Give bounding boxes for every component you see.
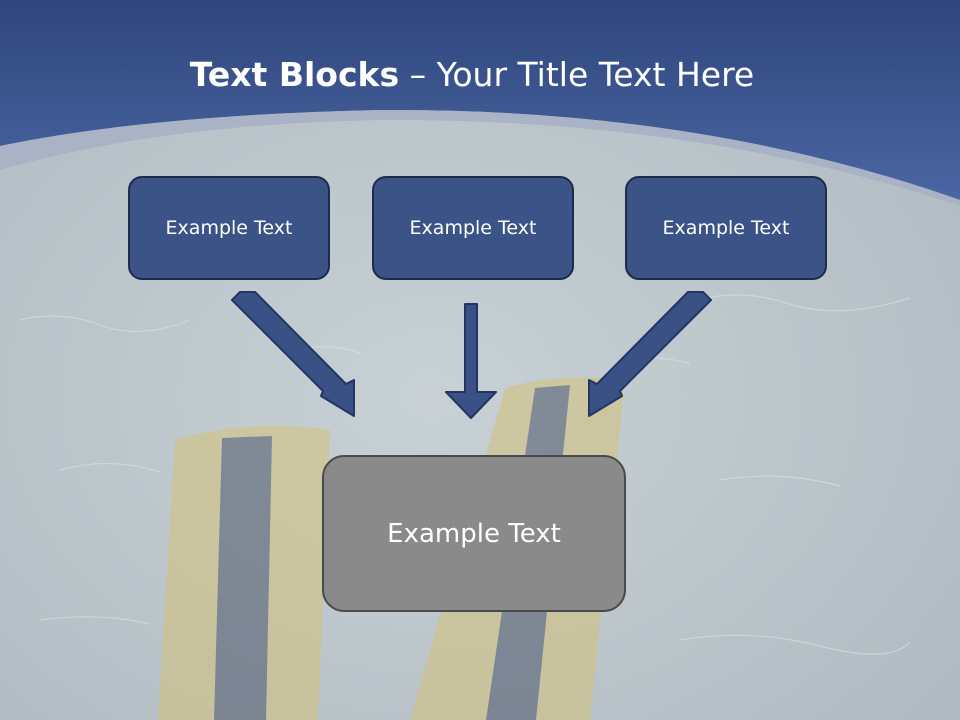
header-band xyxy=(0,0,960,200)
text-block-1-label: Example Text xyxy=(165,217,293,239)
text-block-3[interactable]: Example Text xyxy=(625,176,827,280)
slide-title: Text Blocks – Your Title Text Here xyxy=(0,52,944,98)
slide-title-bold: Text Blocks xyxy=(189,55,400,94)
text-block-2[interactable]: Example Text xyxy=(372,176,574,280)
left-fin-strap xyxy=(214,436,272,720)
slide-title-rest: – Your Title Text Here xyxy=(399,55,755,94)
text-block-3-label: Example Text xyxy=(662,217,790,239)
result-block-label: Example Text xyxy=(387,518,561,549)
text-block-1[interactable]: Example Text xyxy=(128,176,330,280)
result-block[interactable]: Example Text xyxy=(322,455,626,612)
text-block-2-label: Example Text xyxy=(409,217,537,239)
